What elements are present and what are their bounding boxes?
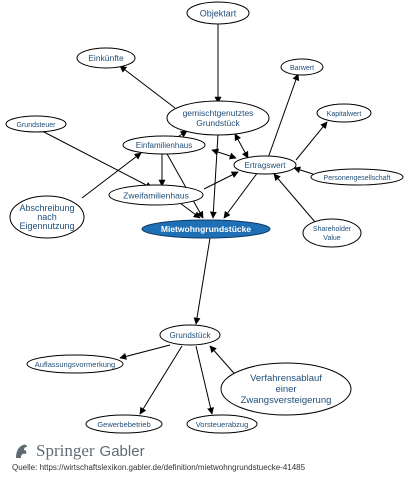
node-label-line2: Value bbox=[323, 235, 340, 242]
edge-mietwohn-grundstueck bbox=[193, 237, 211, 325]
node-label-line3: Zwangsversteigerung bbox=[241, 395, 332, 406]
horse-logo-icon bbox=[16, 444, 27, 458]
edge-personengesellschaft-ertragswert bbox=[293, 166, 314, 175]
edge-ertragswert-mietwohn bbox=[223, 171, 259, 219]
node-label: Gewerbebetrieb bbox=[97, 420, 150, 429]
node-label: Ertragswert bbox=[245, 161, 287, 170]
node-label-line2: nach bbox=[37, 212, 57, 222]
node-abschreibung-nach-eigennutzung[interactable]: Abschreibung nach Eigennutzung bbox=[9, 195, 85, 239]
edge-abschreibung-einfamilienhaus bbox=[81, 152, 142, 199]
edge-shareholder-ertragswert bbox=[273, 173, 316, 223]
node-gewerbebetrieb[interactable]: Gewerbebetrieb bbox=[85, 414, 163, 434]
edge-zweifamilienhaus-mietwohn bbox=[179, 202, 201, 219]
brand-sub: Gabler bbox=[99, 442, 145, 460]
node-label-line3: Eigennutzung bbox=[19, 221, 74, 231]
node-gemischtgenutztes-grundstueck[interactable]: gemischtgenutztes Grundstück bbox=[166, 100, 270, 136]
edge-einfamilienhaus-mietwohn bbox=[165, 151, 204, 219]
nodes: Objektart Einkünfte Barwert gemischtgenu… bbox=[5, 1, 404, 434]
edge-grundsteuer-zweifamilienhaus bbox=[41, 130, 153, 189]
node-label: Personengesellschaft bbox=[324, 175, 391, 182]
edge-einfamilienhaus-ertragswert bbox=[211, 148, 237, 160]
node-vorsteuerabzug[interactable]: Vorsteuerabzug bbox=[186, 414, 258, 434]
node-grundsteuer[interactable]: Grundsteuer bbox=[5, 115, 67, 133]
node-label-line1: Abschreibung bbox=[19, 203, 74, 213]
node-auflassungsvormerkung[interactable]: Auflassungsvormerkung bbox=[26, 354, 124, 374]
node-ertragswert[interactable]: Ertragswert bbox=[233, 155, 297, 175]
node-label-line1: Shareholder bbox=[313, 226, 352, 233]
brand-name: Springer bbox=[36, 441, 95, 460]
edge-gemischt-mietwohn bbox=[209, 133, 219, 219]
springer-gabler-logo: Springer Gabler bbox=[12, 440, 145, 462]
node-label-line2: Grundstück bbox=[196, 118, 240, 128]
node-mietwohngrundstuecke[interactable]: Mietwohngrundstücke bbox=[141, 219, 271, 239]
edge-ertragswert-barwert bbox=[267, 73, 300, 159]
node-label: Mietwohngrundstücke bbox=[161, 224, 251, 234]
node-verfahrensablauf[interactable]: Verfahrensablauf einer Zwangsversteigeru… bbox=[220, 362, 352, 416]
node-label: Vorsteuerabzug bbox=[196, 420, 249, 429]
edge-grundstueck-auflassung bbox=[119, 344, 171, 360]
edge-gemischt-einkuenfte bbox=[119, 65, 176, 109]
edge-ertragswert-kapitalwert bbox=[295, 121, 328, 161]
node-label: Kapitalwert bbox=[327, 111, 362, 118]
node-label: Grundstück bbox=[170, 331, 212, 340]
node-label: Einkünfte bbox=[88, 53, 124, 63]
node-einfamilienhaus[interactable]: Einfamilienhaus bbox=[122, 135, 206, 155]
node-kapitalwert[interactable]: Kapitalwert bbox=[316, 103, 372, 123]
concept-map: Objektart Einkünfte Barwert gemischtgenu… bbox=[5, 1, 404, 434]
node-einkuenfte[interactable]: Einkünfte bbox=[76, 47, 136, 69]
node-label: Einfamilienhaus bbox=[136, 141, 192, 150]
node-label: Grundsteuer bbox=[17, 122, 57, 129]
edge-grundstueck-gewerbebetrieb bbox=[139, 345, 183, 415]
node-label-line2: einer bbox=[275, 384, 296, 395]
node-label-line1: Verfahrensablauf bbox=[250, 373, 322, 384]
node-barwert[interactable]: Barwert bbox=[280, 58, 324, 76]
edge-grundstueck-vorsteuerabzug bbox=[195, 345, 214, 415]
edges bbox=[41, 24, 328, 415]
edge-ertragswert-gemischt bbox=[234, 133, 249, 159]
node-objektart[interactable]: Objektart bbox=[186, 1, 250, 25]
node-label: Zweifamilienhaus bbox=[123, 191, 189, 201]
node-label-line1: gemischtgenutztes bbox=[183, 108, 254, 118]
edge-zweifamilienhaus-ertragswert bbox=[203, 171, 239, 190]
node-label: Auflassungsvormerkung bbox=[35, 360, 115, 369]
node-label: Barwert bbox=[290, 65, 314, 72]
node-grundstueck[interactable]: Grundstück bbox=[159, 324, 221, 346]
source-citation: Quelle: https://wirtschaftslexikon.gable… bbox=[12, 463, 306, 472]
node-shareholder-value[interactable]: Shareholder Value bbox=[302, 218, 362, 248]
node-personengesellschaft[interactable]: Personengesellschaft bbox=[310, 168, 404, 186]
node-zweifamilienhaus[interactable]: Zweifamilienhaus bbox=[108, 184, 204, 206]
node-label: Objektart bbox=[200, 9, 237, 19]
